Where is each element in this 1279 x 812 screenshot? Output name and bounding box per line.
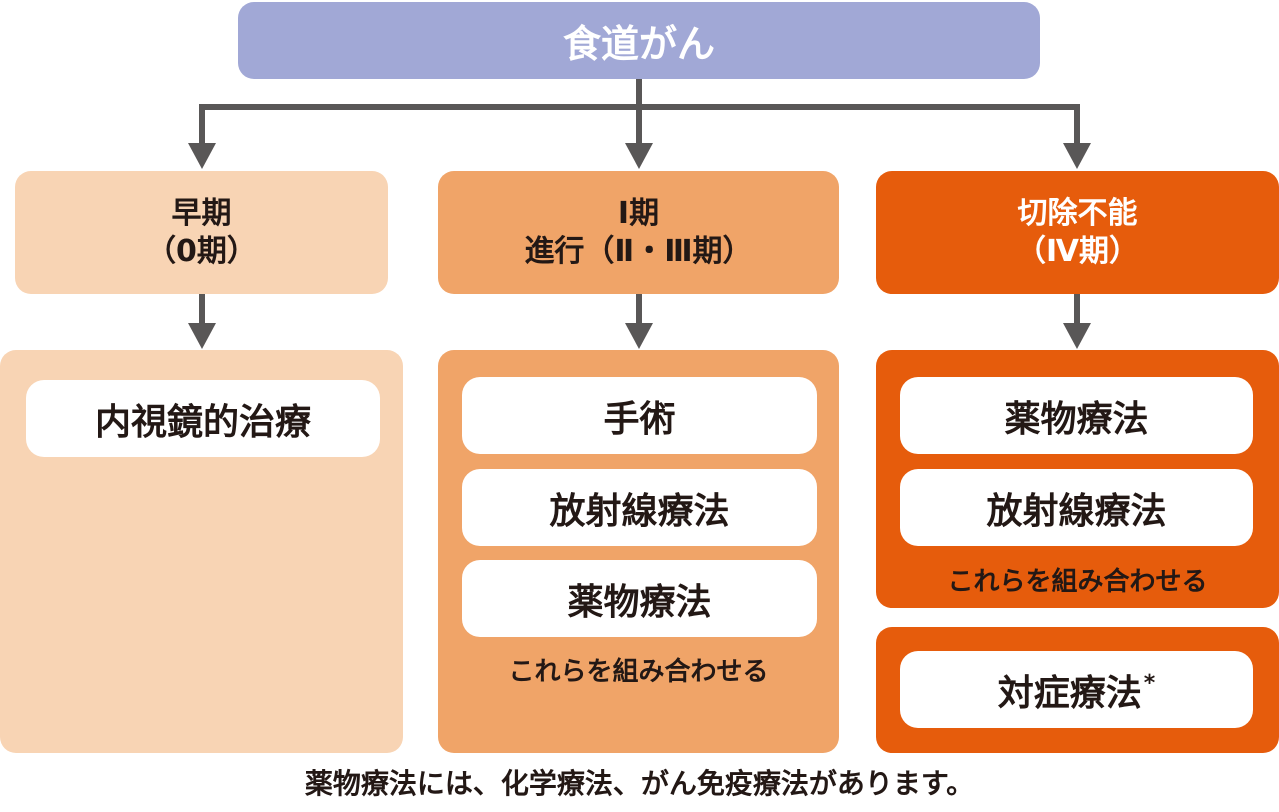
footnote: 薬物療法には、化学療法、がん免疫療法があります。 bbox=[304, 767, 975, 800]
treatment-label: 放射線療法 bbox=[986, 490, 1167, 532]
stage-early-line1: 早期 bbox=[171, 196, 232, 231]
combine-note-late: これらを組み合わせる bbox=[947, 567, 1208, 597]
stage-late-box: 切除不能 （Ⅳ期） bbox=[876, 171, 1279, 294]
treatment-radiation-mid: 放射線療法 bbox=[462, 469, 817, 546]
treatment-label: 内視鏡的治療 bbox=[94, 401, 311, 443]
diagram-title: 食道がん bbox=[562, 22, 715, 66]
title-box: 食道がん bbox=[238, 2, 1040, 79]
asterisk-mark: * bbox=[1143, 671, 1156, 696]
arrowhead-mid-treat bbox=[625, 323, 653, 349]
arrowhead-mid bbox=[625, 143, 653, 169]
treatment-label: 手術 bbox=[603, 398, 676, 440]
treatment-endoscopic: 内視鏡的治療 bbox=[26, 380, 380, 457]
stage-mid-box: Ⅰ期 進行（Ⅱ・Ⅲ期） bbox=[438, 171, 839, 294]
treatment-label: 薬物療法 bbox=[567, 581, 712, 623]
treatment-label: 放射線療法 bbox=[549, 490, 730, 532]
treatment-palliative: 対症療法* bbox=[900, 651, 1253, 728]
arrowhead-late bbox=[1063, 143, 1091, 169]
treatment-surgery: 手術 bbox=[462, 377, 817, 454]
treatment-radiation-late: 放射線療法 bbox=[900, 469, 1253, 546]
treatment-drug-late: 薬物療法 bbox=[900, 377, 1253, 454]
treatment-label: 薬物療法 bbox=[1004, 398, 1149, 440]
treatment-label: 対症療法 bbox=[997, 672, 1142, 714]
arrowhead-early-treat bbox=[188, 323, 216, 349]
arrowhead-late-treat bbox=[1063, 323, 1091, 349]
treatment-drug-mid: 薬物療法 bbox=[462, 560, 817, 637]
stage-mid-line1: Ⅰ期 bbox=[617, 196, 660, 231]
stage-mid-line2: 進行（Ⅱ・Ⅲ期） bbox=[524, 233, 753, 269]
stage-early-line2: （0期） bbox=[146, 233, 257, 269]
stage-late-line2: （Ⅳ期） bbox=[1016, 233, 1139, 269]
stage-early-box: 早期 （0期） bbox=[15, 171, 388, 294]
stage-late-line1: 切除不能 bbox=[1017, 196, 1138, 231]
combine-note-mid: これらを組み合わせる bbox=[508, 657, 769, 687]
arrowhead-early bbox=[188, 143, 216, 169]
